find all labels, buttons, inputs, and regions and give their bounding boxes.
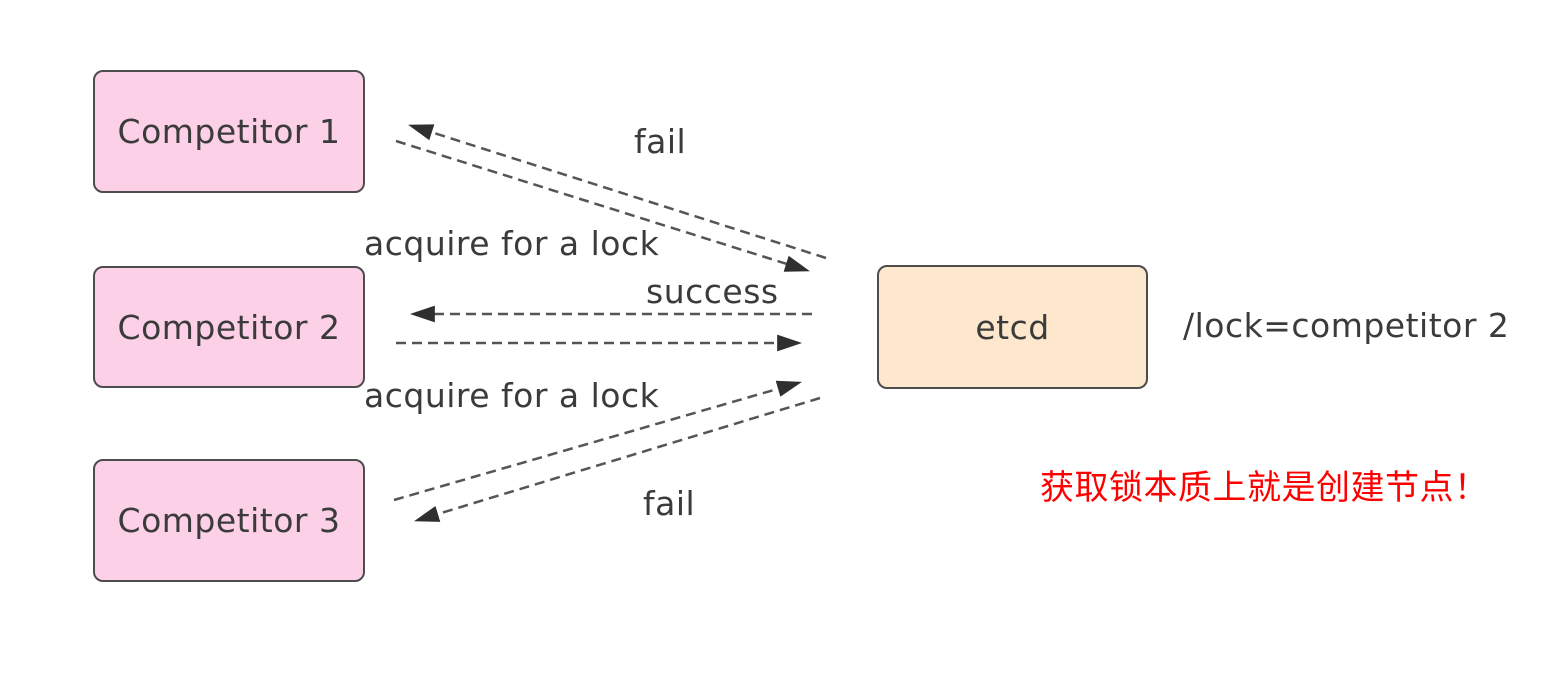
edge-label-acquire-top: acquire for a lock	[364, 224, 660, 263]
node-competitor-3: Competitor 3	[93, 459, 365, 582]
node-competitor-2: Competitor 2	[93, 266, 365, 388]
edge-label-fail-top: fail	[634, 122, 687, 161]
red-note-annotation: 获取锁本质上就是创建节点！	[1040, 468, 1489, 508]
edge-label-fail-bottom: fail	[643, 484, 696, 523]
node-etcd: etcd	[877, 265, 1148, 389]
edge-label-acquire-bottom: acquire for a lock	[364, 376, 660, 415]
node-etcd-label: etcd	[975, 307, 1050, 347]
edge-label-success: success	[646, 272, 779, 311]
node-competitor-1: Competitor 1	[93, 70, 365, 193]
node-competitor-3-label: Competitor 3	[117, 501, 341, 540]
arrow-competitor3-response-fail	[414, 396, 821, 522]
node-competitor-2-label: Competitor 2	[117, 307, 341, 347]
lock-value-annotation: /lock=competitor 2	[1183, 306, 1510, 345]
node-competitor-1-label: Competitor 1	[117, 112, 341, 151]
